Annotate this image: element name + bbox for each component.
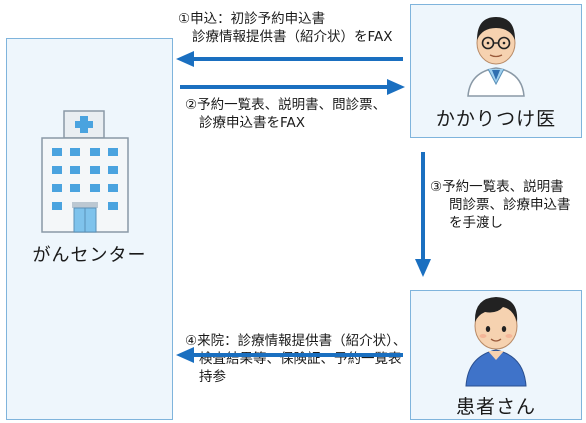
arrow-patient-to-center [176, 347, 403, 363]
family-doctor-label: かかりつけ医 [435, 108, 557, 130]
hospital-building-icon [41, 110, 129, 233]
step-3-line-1: ③予約一覧表、説明書 [430, 179, 564, 195]
step-3-text: ③予約一覧表、説明書 問診票、診療申込書 を手渡し [430, 178, 571, 232]
arrow-doctor-to-patient [415, 152, 431, 277]
arrow-center-to-doctor [180, 79, 405, 95]
step-3-line-2: 問診票、診療申込書 [449, 197, 571, 213]
step-1-line-2: 診療情報提供書（紹介状）をFAX [192, 29, 393, 45]
step-1-line-1: ①申込：初診予約申込書 [178, 11, 326, 27]
step-2-line-1: ②予約一覧表、説明書、問診票、 [185, 97, 387, 113]
arrow-doctor-to-center [176, 51, 403, 67]
cancer-center-label: がんセンター [32, 245, 147, 266]
doctor-icon [467, 17, 525, 97]
patient-icon [465, 297, 527, 387]
step-4-line-3: 持参 [199, 369, 226, 385]
patient-label: 患者さん [455, 396, 536, 418]
cancer-center-box: がんセンター [6, 38, 173, 420]
family-doctor-box: かかりつけ医 [410, 4, 582, 138]
step-1-text: ①申込：初診予約申込書 診療情報提供書（紹介状）をFAX [178, 10, 393, 46]
step-2-text: ②予約一覧表、説明書、問診票、 診療申込書をFAX [185, 96, 386, 132]
step-4-line-1: ④来院：診療情報提供書（紹介状）、 [185, 333, 407, 349]
step-3-line-3: を手渡し [449, 215, 503, 231]
step-2-line-2: 診療申込書をFAX [199, 115, 306, 131]
